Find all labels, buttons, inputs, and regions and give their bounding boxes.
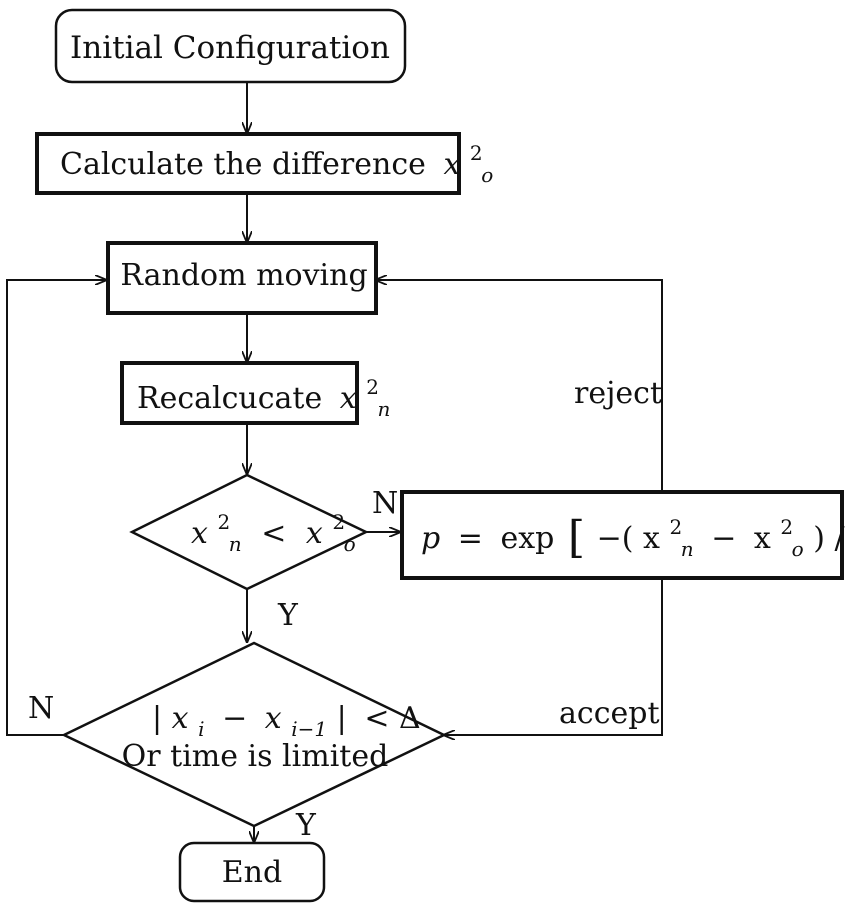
random-moving-label: Random moving	[120, 258, 367, 293]
recalculate-node: Recalcucate x 2 n	[120, 361, 390, 425]
comparison-expression: x 2 n < x 2 o	[191, 502, 356, 559]
acceptance-probability-node: p = exp [ −( x 2 n − x 2 o ) / 2 ]	[400, 490, 850, 580]
random-moving-node: Random moving	[106, 241, 378, 315]
edge-decision2-no-loop	[6, 280, 106, 736]
reject-label: reject	[574, 376, 662, 411]
decision1-yes-label: Y	[277, 598, 299, 633]
convergence-condition-line2: Or time is limited	[122, 739, 389, 774]
comparison-decision-node: x 2 n < x 2 o	[129, 473, 369, 591]
initial-configuration-label: Initial Configuration	[70, 30, 390, 66]
decision2-yes-label: Y	[295, 808, 317, 843]
decision1-no-label: N	[372, 486, 398, 521]
calculate-difference-node: Calculate the difference x 2 o	[35, 132, 493, 195]
calculate-difference-label: Calculate the difference x 2 o	[60, 133, 493, 187]
convergence-condition-line1: | x i − x i−1 | < Δ	[152, 701, 421, 744]
convergence-decision-node: | x i − x i−1 | < Δ Or time is limited	[61, 641, 447, 828]
acceptance-probability-formula: p = exp [ −( x 2 n − x 2 o ) / 2 ]	[421, 507, 850, 564]
edge-accept	[444, 578, 663, 735]
recalculate-label: Recalcucate x 2 n	[137, 367, 390, 421]
end-label: End	[222, 855, 282, 890]
connectors	[6, 82, 663, 842]
edge-reject-loop	[376, 280, 663, 492]
end-node: End	[178, 841, 326, 903]
decision2-no-label: N	[28, 691, 54, 726]
accept-label: accept	[559, 696, 660, 731]
initial-configuration-node: Initial Configuration	[54, 8, 407, 84]
